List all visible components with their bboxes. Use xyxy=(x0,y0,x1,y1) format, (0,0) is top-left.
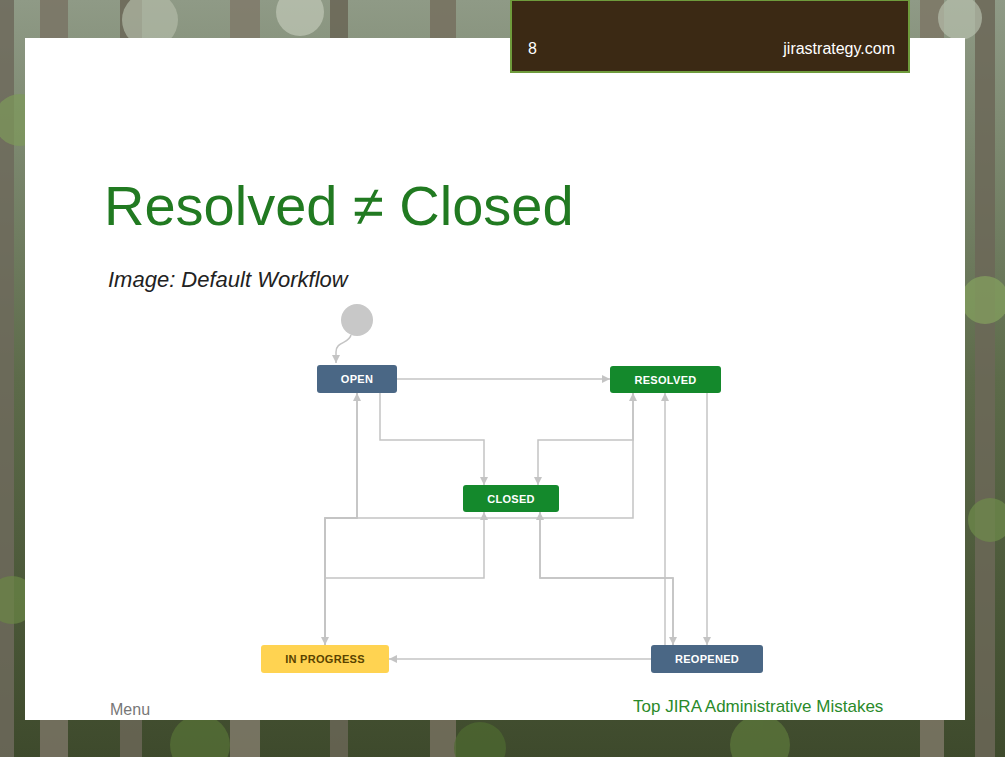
transition-arrow xyxy=(538,393,633,485)
title-text: Resolved ≠ Closed xyxy=(104,174,574,237)
transition-arrow xyxy=(540,512,673,645)
label-text: Image: Default Workflow xyxy=(108,267,348,292)
site-url: jirastrategy.com xyxy=(783,39,895,58)
transition-arrow xyxy=(325,393,357,645)
transition-arrow xyxy=(389,658,651,660)
transition-arrow xyxy=(540,512,673,645)
start-dot xyxy=(341,304,373,336)
transition-arrow xyxy=(397,378,610,380)
transition-arrow xyxy=(325,512,484,645)
menu-link: Menu xyxy=(110,700,150,719)
transition-arrow xyxy=(325,393,633,645)
status-name: RESOLVED xyxy=(634,374,696,386)
status-name: IN PROGRESS xyxy=(285,653,365,665)
status-box: CLOSED xyxy=(463,485,559,512)
slide-panel xyxy=(25,38,965,720)
status-name: OPEN xyxy=(341,373,373,385)
status-name: REOPENED xyxy=(675,653,739,665)
status-box: REOPENED xyxy=(651,645,763,673)
image-caption: Image: Default Workflow xyxy=(108,267,348,293)
status-box: IN PROGRESS xyxy=(261,645,389,673)
label-text: 8 xyxy=(528,40,537,57)
footer-title: Top JIRA Administrative Mistakes xyxy=(633,697,883,717)
label-text: Menu xyxy=(110,701,150,718)
status-name: CLOSED xyxy=(487,493,535,505)
start-arrow xyxy=(336,335,351,363)
transition-arrow xyxy=(325,393,357,645)
transition-arrow xyxy=(706,393,708,645)
transition-arrow xyxy=(664,393,666,645)
slide-number: 8 xyxy=(528,39,537,58)
transition-arrow xyxy=(380,393,484,485)
slide-title: Resolved ≠ Closed xyxy=(104,178,574,234)
label-text: Top JIRA Administrative Mistakes xyxy=(633,697,883,716)
header-tab xyxy=(511,0,909,72)
label-text: jirastrategy.com xyxy=(783,40,895,57)
status-box: RESOLVED xyxy=(610,366,721,393)
status-box: OPEN xyxy=(317,365,397,393)
